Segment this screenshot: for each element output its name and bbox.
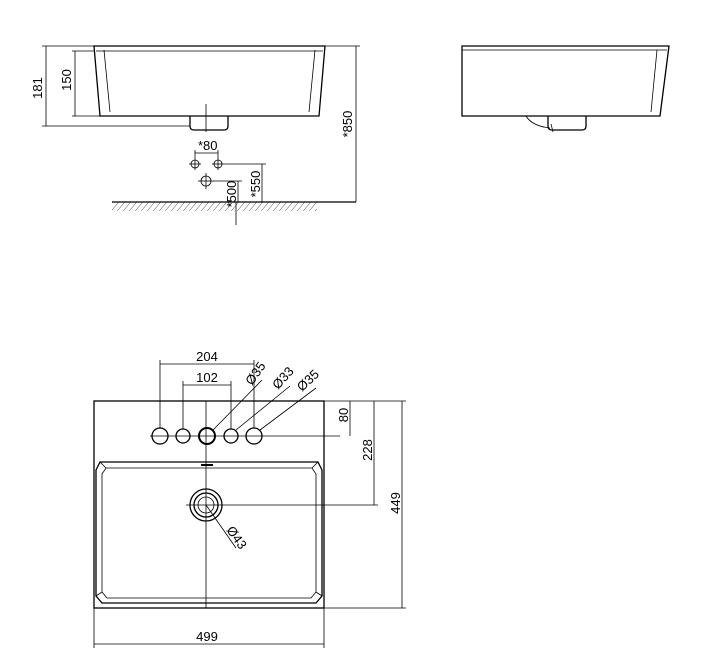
side-drain — [547, 116, 587, 131]
top-bowl-inner — [101, 467, 317, 599]
tap-holes — [150, 427, 340, 445]
dim-102-label: 102 — [196, 370, 218, 385]
dim-d33-label: Ø33 — [269, 364, 297, 392]
front-basin-right-edge — [308, 49, 316, 113]
leader-d33 — [235, 385, 291, 431]
side-view — [461, 45, 670, 133]
front-basin-outline — [93, 45, 326, 117]
side-basin-edge — [650, 49, 658, 113]
front-view: 181 150 *850 *80 *500 * — [30, 45, 360, 225]
dim-499-label: 499 — [196, 629, 218, 644]
dim-550-label: *550 — [248, 171, 263, 198]
dim-228-label: 228 — [360, 439, 375, 461]
dim-80-label: 80 — [336, 408, 351, 422]
top-view: 204 102 Ø35 Ø33 Ø35 80 228 449 Ø43 499 — [93, 349, 406, 648]
front-drain — [189, 116, 229, 131]
floor-hatch — [112, 202, 317, 211]
dim-80-top-label: *80 — [198, 138, 218, 153]
dim-850-label: *850 — [340, 111, 355, 138]
front-basin-left-edge — [103, 49, 111, 113]
top-bowl-outer — [95, 461, 323, 604]
leader-d35-left — [212, 379, 263, 431]
dim-500-label: *500 — [224, 181, 239, 208]
dim-204-label: 204 — [196, 349, 218, 364]
side-basin-outline — [461, 45, 670, 117]
top-basin-outline — [93, 400, 325, 609]
dim-181-label: 181 — [30, 77, 45, 99]
wall-supply-points — [189, 158, 224, 189]
leader-d43 — [205, 504, 237, 549]
leader-d35-right — [259, 387, 317, 431]
dim-449-label: 449 — [388, 492, 403, 514]
dim-150-label: 150 — [59, 69, 74, 91]
side-drain-curve — [525, 115, 551, 129]
dim-d35-left-label: Ø35 — [242, 359, 268, 388]
dim-d35-right-label: Ø35 — [294, 366, 322, 394]
dim-d43-label: Ø43 — [224, 523, 250, 552]
